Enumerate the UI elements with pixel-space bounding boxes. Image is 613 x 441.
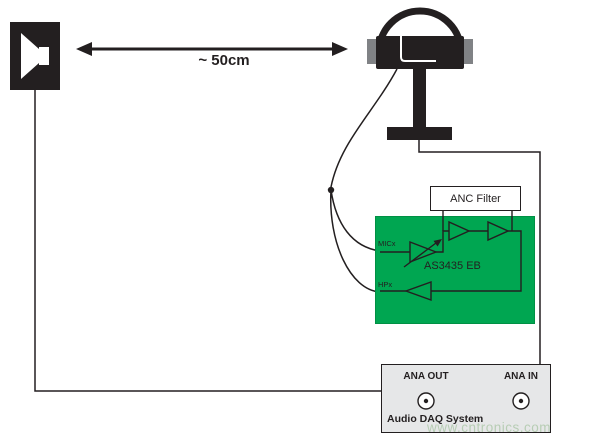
junction-dot-icon (327, 186, 335, 194)
ana-in-label: ANA IN (503, 371, 539, 382)
headphones-on-stand-icon (367, 7, 473, 140)
eval-board-label: AS3435 EB (424, 260, 481, 272)
stand-base (387, 127, 452, 140)
distance-arrow-icon (76, 42, 348, 56)
ana-out-label: ANA OUT (403, 371, 449, 382)
wire-headphones-to-junction (330, 68, 398, 188)
daq-system-title: Audio DAQ System (387, 413, 484, 425)
loudspeaker-icon (10, 22, 60, 90)
wire-junction-to-hpx (330, 189, 381, 293)
anc-filter-label: ANC Filter (450, 192, 501, 205)
hpx-port-label: HPx (378, 280, 393, 289)
stand-post (413, 69, 426, 129)
wire-junction-to-micx (330, 189, 381, 252)
anc-filter-box: ANC Filter (430, 186, 521, 211)
micx-port-label: MICx (378, 239, 396, 248)
headphone-cable-inside-icon (400, 36, 436, 62)
distance-label: ~ 50cm (198, 52, 250, 69)
watermark-text: www.cntronics.com (427, 420, 552, 435)
wire-speaker-to-ana-out (34, 90, 385, 392)
wire-headphones-to-ana-in (418, 140, 541, 366)
